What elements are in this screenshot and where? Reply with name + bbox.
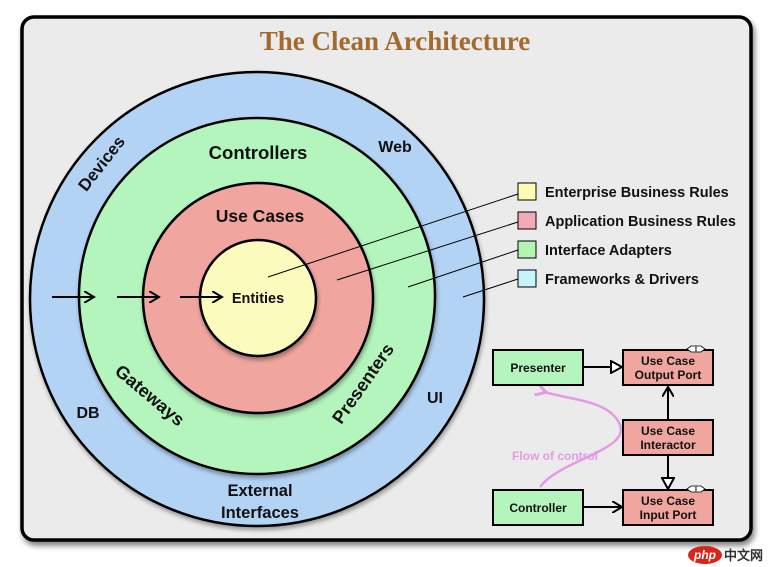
- label-external: External: [227, 482, 292, 500]
- watermark: php 中文网: [688, 546, 763, 564]
- flow-of-control-label: Flow of control: [512, 449, 598, 463]
- controller-box: [492, 489, 584, 526]
- input-port-label-line2: Input Port: [640, 508, 697, 522]
- interactor-label-line2: Interactor: [640, 438, 696, 452]
- label-interfaces: Interfaces: [221, 504, 299, 522]
- watermark-suffix: 中文网: [724, 548, 763, 564]
- leader-line-application: [336, 221, 519, 281]
- input-port-box: [622, 489, 714, 526]
- leader-line-enterprise: [267, 193, 519, 278]
- leader-line-interface: [407, 249, 519, 288]
- label-web: Web: [378, 139, 412, 156]
- interface-tag-input: I: [686, 485, 706, 494]
- label-ui: UI: [427, 390, 443, 407]
- label-db: DB: [76, 405, 99, 422]
- leader-line-frameworks: [462, 278, 519, 298]
- label-controllers: Controllers: [209, 142, 308, 163]
- svg-text:I: I: [695, 347, 697, 354]
- diagram-title: The Clean Architecture: [260, 26, 530, 56]
- input-port-label-line1: Use Case: [641, 494, 695, 508]
- output-port-label-line2: Output Port: [635, 368, 702, 382]
- label-use-cases: Use Cases: [216, 206, 305, 226]
- interface-tag-output: I: [686, 345, 706, 354]
- presenter-box: [492, 349, 584, 386]
- watermark-brand: php: [693, 548, 716, 562]
- label-entities: Entities: [232, 291, 284, 307]
- legend-swatch-enterprise: [517, 182, 537, 201]
- svg-text:I: I: [695, 487, 697, 494]
- legend-label-interface: Interface Adapters: [545, 243, 672, 259]
- output-port-label-line1: Use Case: [641, 354, 695, 368]
- presenter-label: Presenter: [510, 361, 566, 375]
- watermark-logo: [688, 546, 722, 564]
- legend-swatch-interface: [517, 240, 537, 259]
- interactor-label-line1: Use Case: [641, 424, 695, 438]
- controller-label: Controller: [509, 501, 567, 515]
- output-port-box: [622, 349, 714, 386]
- legend-label-application: Application Business Rules: [545, 214, 736, 230]
- interactor-box: [622, 419, 714, 456]
- flow-of-control-diagram: Flow of control Presenter Use Case Outpu…: [492, 345, 714, 526]
- legend-swatch-frameworks: [517, 269, 537, 288]
- legend-label-frameworks: Frameworks & Drivers: [545, 272, 699, 288]
- flow-of-control-curve: [540, 392, 623, 488]
- legend-label-enterprise: Enterprise Business Rules: [545, 185, 729, 201]
- legend-swatch-application: [517, 211, 537, 230]
- legend: Enterprise Business Rules Application Bu…: [517, 182, 736, 288]
